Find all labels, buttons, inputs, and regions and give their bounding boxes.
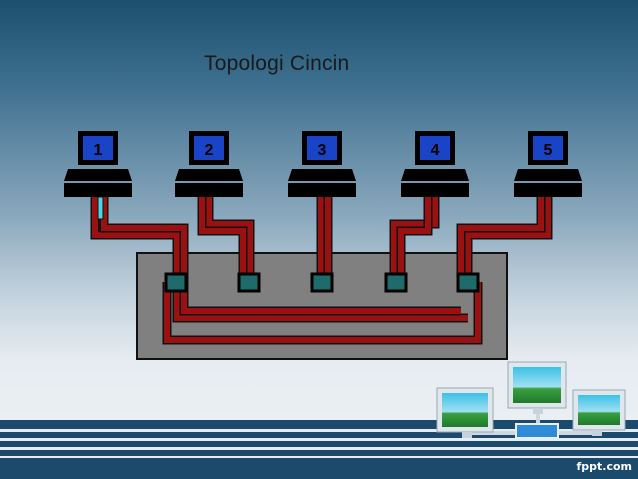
computer-label: 5 — [544, 142, 553, 159]
computer-2: 2 — [175, 131, 243, 197]
network-hub-icon — [515, 423, 559, 439]
network-clipart — [436, 361, 626, 439]
computer-label: 1 — [94, 142, 103, 159]
brand-logo: fppt.com — [576, 460, 632, 473]
computer-5: 5 — [514, 131, 582, 197]
computer-label: 4 — [431, 142, 440, 159]
monitor-icon — [507, 361, 567, 414]
slide-title: Topologi Cincin — [204, 52, 350, 75]
hub-port — [456, 272, 480, 293]
computer-4: 4 — [401, 131, 469, 197]
hub-port — [237, 272, 261, 293]
computer-3: 3 — [288, 131, 356, 197]
monitor-icon — [436, 387, 494, 438]
computer-label: 3 — [318, 142, 327, 159]
cables — [90, 197, 553, 345]
computer-1: 1 — [64, 131, 132, 197]
hub-port — [310, 272, 334, 293]
hub-ports — [164, 272, 480, 293]
active-link-indicator — [97, 196, 104, 220]
monitor-icon — [572, 389, 626, 436]
hub-port — [384, 272, 408, 293]
computer-label: 2 — [205, 142, 214, 159]
hub-port — [164, 272, 188, 293]
